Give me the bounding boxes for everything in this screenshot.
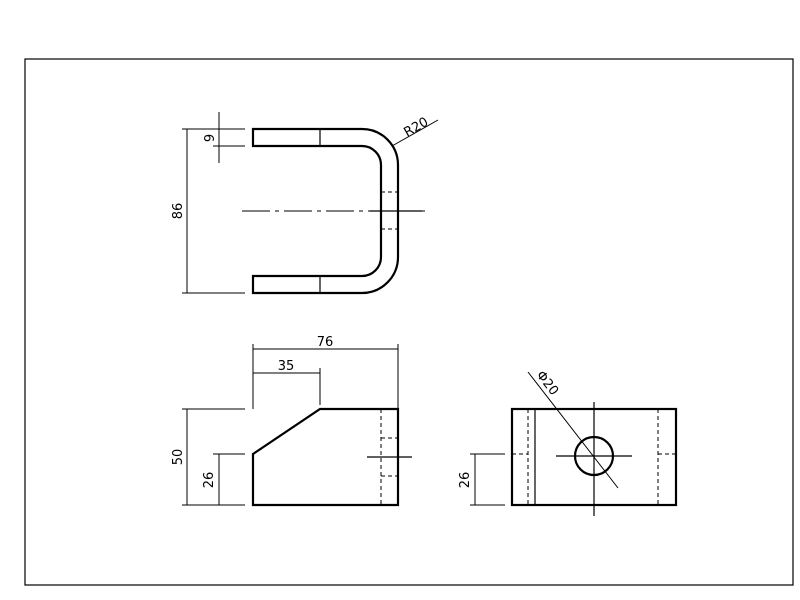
dim-chamfer-offset: 35 <box>253 359 321 405</box>
dim-chamfer-height: 26 <box>202 453 245 506</box>
dim-bend-radius-label: R20 <box>402 115 432 141</box>
dim-side-hole-height: 26 <box>458 453 505 506</box>
dim-front-height-label: 50 <box>171 449 186 466</box>
drawing-border <box>24 58 794 586</box>
dim-hole-diameter: Φ20 <box>527 368 619 489</box>
dim-chamfer-height-label: 26 <box>202 472 217 489</box>
dim-thickness: 9 <box>203 112 245 163</box>
side-view: Φ20 26 <box>458 368 678 516</box>
front-view-outline <box>251 407 400 507</box>
dim-front-width-label: 76 <box>317 335 334 350</box>
dim-top-height: 86 <box>171 128 245 294</box>
dim-front-height: 50 <box>171 408 245 506</box>
dim-top-height-label: 86 <box>171 203 186 220</box>
dim-side-hole-height-label: 26 <box>458 472 473 489</box>
dim-front-width: 76 <box>252 335 399 409</box>
dim-thickness-label: 9 <box>203 134 218 142</box>
dim-chamfer-offset-label: 35 <box>278 359 295 374</box>
front-view: 76 35 50 26 <box>171 335 412 507</box>
dim-bend-radius: R20 <box>391 115 439 147</box>
top-view: 9 86 R20 <box>171 112 439 295</box>
